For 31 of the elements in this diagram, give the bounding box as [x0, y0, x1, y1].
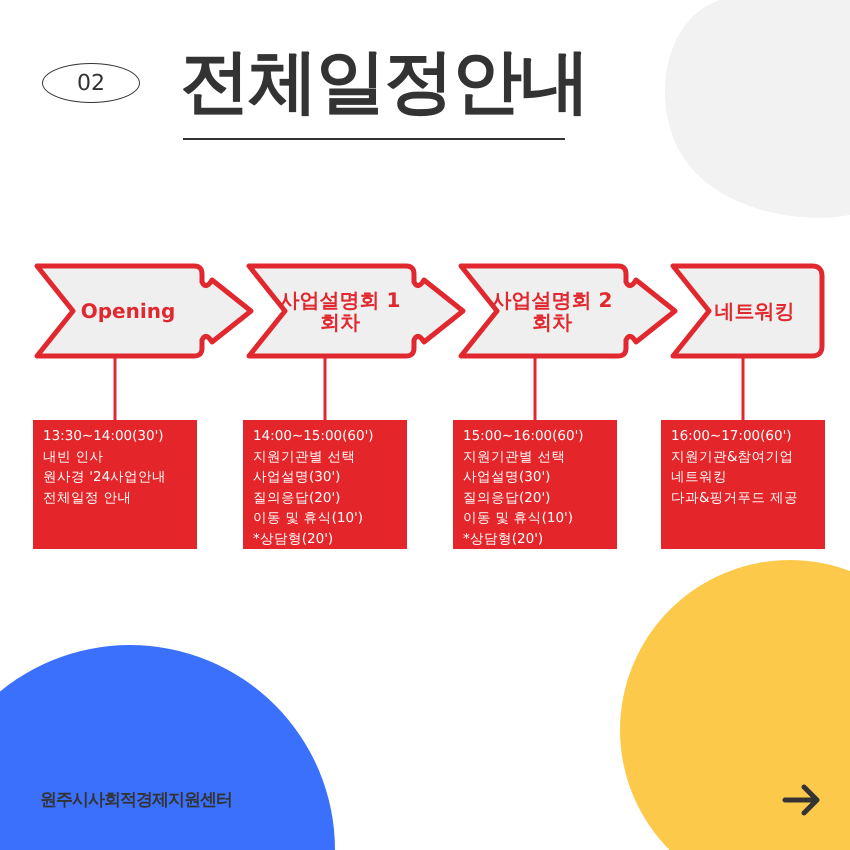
schedule-item: 16:00~17:00(60') [671, 427, 793, 446]
schedule-item: 지원기관별 선택 [463, 448, 566, 466]
schedule-item: 다과&핑거푸드 제공 [671, 488, 799, 508]
schedule-item: 이동 및 휴식(10') [253, 509, 364, 528]
title: 전체일정안내 [180, 39, 588, 124]
schedule-item: 내빈 인사 [43, 448, 104, 466]
schedule-box [453, 420, 617, 549]
schedule-item: *상담형(20') [463, 530, 544, 548]
number-badge: 02 [42, 63, 140, 103]
schedule-item: 네트워킹 [671, 468, 728, 487]
schedule-box [661, 420, 825, 549]
schedule-item: 사업설명(30') [463, 468, 552, 487]
schedule-item: 지원기관별 선택 [253, 448, 356, 466]
schedule-item: 전체일정 안내 [43, 488, 132, 508]
schedule-item: 원사경 '24사업안내 [43, 468, 168, 487]
schedule-item: 15:00~16:00(60') [463, 427, 585, 446]
connector-line [324, 358, 326, 420]
connector-line [534, 358, 536, 420]
connector-line [742, 358, 744, 420]
schedule-box [243, 420, 407, 549]
schedule-item: 지원기관&참여기업 [671, 448, 795, 466]
schedule-item: *상담형(20') [253, 530, 334, 548]
schedule-item: 이동 및 휴식(10') [463, 509, 574, 528]
schedule-item: 사업설명(30') [253, 468, 342, 487]
schedule-item: 14:00~15:00(60') [253, 427, 375, 446]
footer-text: 원주시사회적경제지원센터 [40, 789, 232, 811]
schedule-box [33, 420, 197, 549]
schedule-item: 13:30~14:00(30') [43, 427, 165, 446]
schedule-item: 질의응답(20') [463, 488, 552, 508]
schedule-item: 질의응답(20') [253, 488, 342, 508]
connector-line [114, 358, 116, 420]
